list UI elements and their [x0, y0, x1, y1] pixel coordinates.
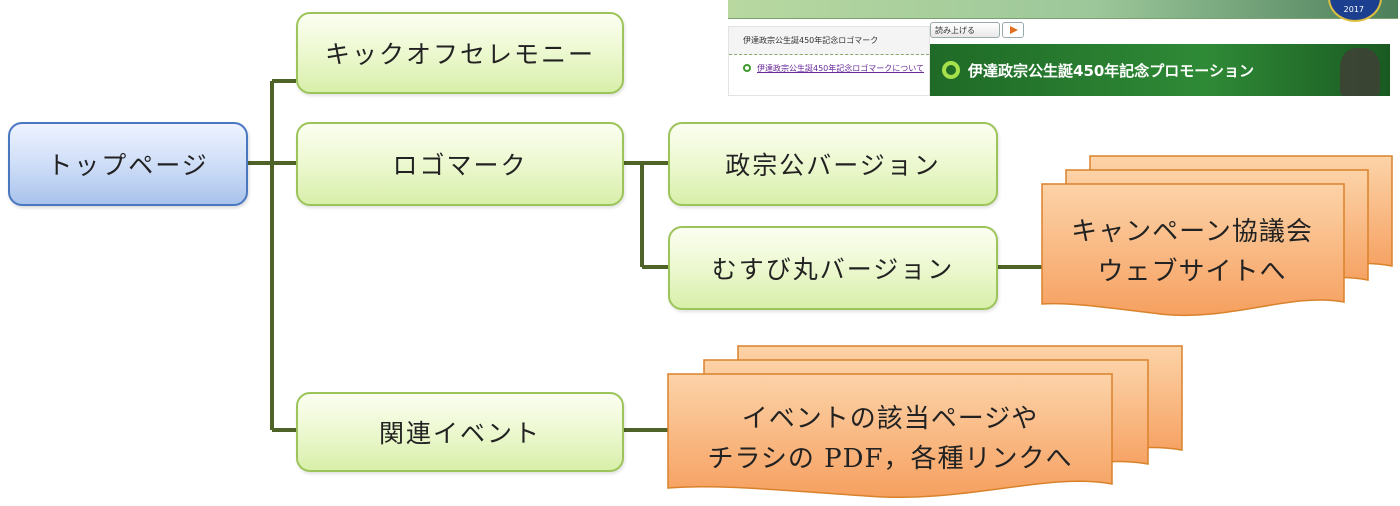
node-logo-mark[interactable]: ロゴマーク [296, 122, 624, 206]
event-links-document-stack [667, 345, 1183, 499]
node-masamune-version[interactable]: 政宗公バージョン [668, 122, 998, 206]
node-top-page[interactable]: トップページ [8, 122, 248, 206]
event-links-line-2: チラシの PDF，各種リンクへ [707, 444, 1073, 474]
ring-icon [942, 61, 960, 79]
read-aloud-button[interactable]: 読み上げる [930, 22, 1000, 38]
event-sheet-front [667, 373, 1113, 499]
event-links-line-1: イベントの該当ページや [741, 404, 1039, 434]
sidebar-link-text[interactable]: 伊達政宗公生誕450年記念ロゴマークについて [757, 64, 925, 73]
bullet-icon [743, 64, 751, 72]
node-related-events[interactable]: 関連イベント [296, 392, 624, 472]
play-icon[interactable] [1002, 22, 1024, 38]
node-logo-label: ロゴマーク [392, 151, 528, 180]
node-kickoff-label: キックオフセレモニー [324, 40, 595, 69]
site-sidebar: 伊達政宗公生誕450年記念ロゴマーク 伊達政宗公生誕450年記念ロゴマークについ… [728, 26, 930, 96]
node-events-label: 関連イベント [378, 419, 541, 448]
node-top-page-label: トップページ [47, 151, 209, 180]
campaign-line-2: ウェブサイトへ [1097, 257, 1287, 287]
node-kickoff-ceremony[interactable]: キックオフセレモニー [296, 12, 624, 94]
promo-title: 伊達政宗公生誕450年記念プロモーション [968, 61, 1255, 80]
site-banner [728, 0, 1398, 19]
statue-image [1340, 48, 1380, 96]
node-musubimaru-version[interactable]: むすび丸バージョン [668, 226, 998, 310]
campaign-document-text[interactable]: キャンペーン協議会 ウェブサイトへ [1042, 204, 1342, 300]
promo-banner: 伊達政宗公生誕450年記念プロモーション [930, 44, 1390, 96]
campaign-line-1: キャンペーン協議会 [1071, 217, 1313, 247]
sidebar-heading: 伊達政宗公生誕450年記念ロゴマーク [729, 27, 929, 55]
node-musubimaru-label: むすび丸バージョン [711, 255, 955, 284]
document-sheet-front [1041, 183, 1345, 317]
campaign-document-stack [1041, 155, 1393, 317]
sidebar-link[interactable]: 伊達政宗公生誕450年記念ロゴマークについて [743, 63, 927, 74]
node-masamune-label: 政宗公バージョン [725, 151, 941, 180]
emblem-year: 2017 [1343, 5, 1364, 14]
event-links-document-text[interactable]: イベントの該当ページや チラシの PDF，各種リンクへ [668, 394, 1112, 484]
website-screenshot: 2017 伊達政宗公生誕450年記念ロゴマーク 伊達政宗公生誕450年記念ロゴマ… [720, 0, 1400, 96]
